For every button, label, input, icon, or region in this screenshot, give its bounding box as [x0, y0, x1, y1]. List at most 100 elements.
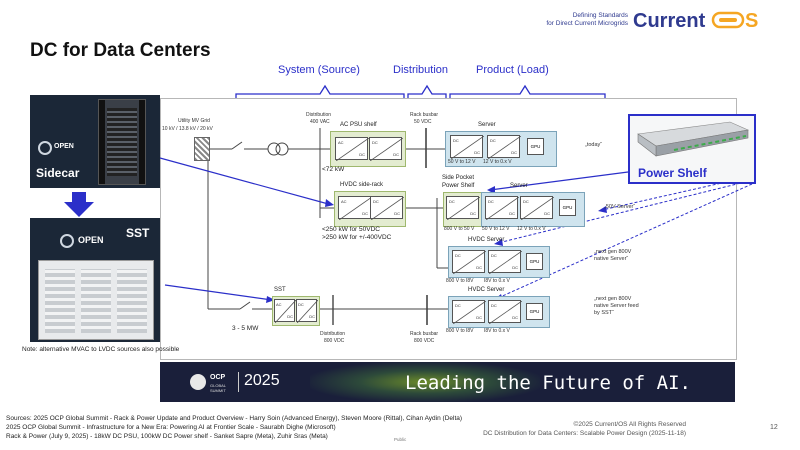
lt72-label: <72 kW	[322, 166, 345, 173]
grid-icon	[194, 137, 210, 161]
svg-text:Current: Current	[633, 10, 706, 31]
open-logo-icon	[60, 234, 74, 248]
v-800-18-label: 800 V to I8V	[446, 278, 474, 284]
brace-label-distribution: Distribution	[393, 64, 449, 76]
gt250-400v-label: >250 kW for +/-400VDC	[322, 234, 392, 241]
rack-busbar-top-label: Rack busbar	[410, 112, 439, 118]
hvdc-server-1-label: HVDC Server	[468, 237, 505, 243]
ocp-banner: OCP GLOBAL SUMMIT 2025 Leading the Futur…	[160, 362, 735, 402]
open-logo-text: OPEN	[78, 235, 104, 245]
dist-top-label: Distribution	[306, 112, 332, 118]
rack-busbar-bottom-label: Rack busbar	[410, 331, 439, 337]
note-text: Note: alternative MVAC to LVDC sources a…	[22, 346, 180, 353]
power-shelf-label: Power Shelf	[638, 166, 707, 180]
current-os-logo: Current S	[633, 9, 783, 32]
lt250-50v-label: <250 kW for 50VDC	[322, 226, 380, 233]
sst-cabinet-image	[38, 260, 154, 340]
power-shelf-image	[637, 121, 750, 157]
v-50-12b-label: 50 V to 12 V	[482, 226, 510, 232]
footer-copyright: ©2025 Current/OS All Rights Reserved DC …	[470, 420, 686, 438]
gpu-icon: GPU	[526, 303, 543, 320]
deck-subtitle: DC Distribution for Data Centers: Scalab…	[483, 430, 686, 437]
page-title: DC for Data Centers	[30, 40, 211, 61]
brace-label-product: Product (Load)	[476, 64, 549, 76]
server-50v-label: Server	[510, 183, 528, 189]
v-18-0b-label: I8V to 0.x V	[484, 328, 510, 334]
side-pocket-label: Side Pocket	[442, 175, 475, 181]
header-tagline: Defining Standards for Direct Current Mi…	[546, 12, 628, 28]
ocp-summit-text: GLOBAL SUMMIT	[210, 383, 226, 393]
hvdc-server-2-label: HVDC Server	[468, 287, 505, 293]
v-50-12-label: 50 V to 12 V	[448, 159, 476, 165]
utility-kv-label: 10 kV / 13.8 kV / 20 kV	[162, 126, 213, 132]
footer-line1: Sources: 2025 OCP Global Summit - Rack &…	[6, 415, 463, 422]
rack-busbar-bottom-voltage: 800 VDC	[414, 338, 435, 344]
quote-next-gen-2: „next gen 800V native Server feed by SST…	[594, 296, 639, 316]
sst-photo: OPEN SST	[30, 218, 160, 342]
hvdc-side-rack-label: HVDC side-rack	[340, 182, 384, 188]
utility-label: Utility MV Grid	[178, 118, 210, 124]
open-logo-text: OPEN	[54, 143, 74, 150]
braces-graphic	[235, 84, 606, 100]
side-pocket-power-shelf-label: Power Shelf	[442, 183, 475, 189]
down-arrow-icon	[64, 192, 94, 217]
banner-divider	[238, 372, 239, 392]
v-800-18b-label: 800 V to I8V	[446, 328, 474, 334]
dist-top-voltage: 400 VAC	[310, 119, 330, 125]
page-number: 12	[770, 424, 778, 431]
quote-today: „today“	[585, 142, 603, 148]
ocp-logo-icon	[190, 374, 206, 390]
power-shelf-card: Power Shelf	[628, 114, 756, 184]
v-18-0-label: I8V to 0.x V	[484, 278, 510, 284]
sidecar-label: Sidecar	[36, 166, 80, 180]
gpu-icon: GPU	[559, 199, 576, 216]
rack-busbar-top-voltage: 50 VDC	[414, 119, 432, 125]
footer-sources: Sources: 2025 OCP Global Summit - Rack &…	[6, 414, 606, 441]
mw-label: 3 - 5 MW	[232, 325, 259, 332]
sst-diagram-label: SST	[274, 287, 286, 293]
banner-year: 2025	[244, 372, 280, 389]
public-label: Public	[394, 437, 407, 442]
server-today-label: Server	[478, 122, 496, 128]
gpu-icon: GPU	[526, 253, 543, 270]
v-12-0b-label: 12 V to 0.x V	[517, 226, 546, 232]
ac-psu-shelf-label: AC PSU shelf	[340, 122, 377, 128]
tagline-line2: for Direct Current Microgrids	[546, 20, 628, 27]
rack-cabinet-image	[98, 99, 146, 185]
dist-bottom-voltage: 800 VDC	[324, 338, 345, 344]
brace-label-system: System (Source)	[278, 64, 360, 76]
tagline-line1: Defining Standards	[572, 12, 628, 19]
v-800-50-label: 800 V to 50 V	[444, 226, 475, 232]
copyright-line: ©2025 Current/OS All Rights Reserved	[573, 421, 686, 428]
dist-bottom-label: Distribution	[320, 331, 346, 337]
quote-50v-server: „50V Server“	[604, 204, 636, 210]
footer-line3: Rack & Power (July 9, 2025) - 18kW DC PS…	[6, 433, 328, 440]
banner-sparkle-graphic	[310, 362, 540, 402]
svg-text:S: S	[745, 10, 758, 31]
sidecar-photo: OPEN Sidecar	[30, 95, 160, 188]
sst-label: SST	[126, 226, 150, 240]
quote-next-gen-1: „next gen 800V native Server“	[594, 249, 632, 262]
footer-line2: 2025 OCP Global Summit - Infrastructure …	[6, 424, 336, 431]
gpu-icon: GPU	[527, 138, 544, 155]
open-logo-icon	[38, 141, 52, 155]
banner-slogan: Leading the Future of AI.	[405, 372, 691, 394]
ocp-logo-text: OCP	[210, 374, 226, 381]
logo-graphic: Current S	[633, 10, 758, 32]
